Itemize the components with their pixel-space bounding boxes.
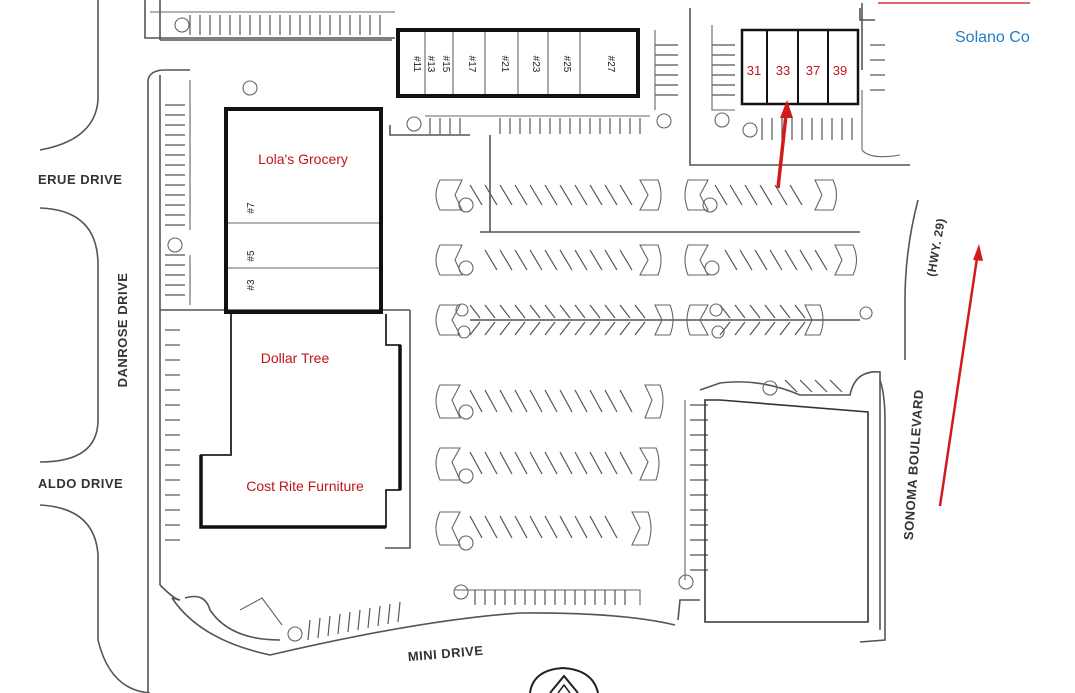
north-arrow-icon [529,666,599,693]
street-label-highway: (HWY. 29) [924,217,948,278]
unit-label: #25 [561,56,572,73]
store-name-cost-rite-furniture: Cost Rite Furniture [246,478,364,494]
street-label-danrose-drive: DANROSE DRIVE [115,273,130,388]
street-outlines [39,0,1030,693]
top-building-units: #11 #13 #15 #17 #21 #23 #25 #27 [411,56,616,73]
suite-label: 37 [806,63,820,78]
direction-arrowhead [973,244,983,261]
street-label-sonoma-boulevard: SONOMA BOULEVARD [901,389,926,541]
unit-label: #23 [530,56,541,73]
unit-label: #11 [411,56,422,72]
buildings [199,28,869,623]
store-labels: Lola's Grocery Dollar Tree Cost Rite Fur… [246,151,364,494]
store-name-dollar-tree: Dollar Tree [261,350,330,366]
county-label: Solano Co [955,29,1030,46]
red-arrows [776,100,983,507]
unit-label: #5 [246,250,257,262]
street-label-mini-drive: MINI DRIVE [407,643,484,665]
site-perimeter [159,0,910,630]
suites-building [740,28,860,106]
suite-label: 39 [833,63,847,78]
unit-label: #21 [499,56,510,73]
suite-label: 31 [747,63,761,78]
left-building-units: #7 #5 #3 [246,202,257,291]
unit-label: #15 [440,56,451,73]
street-label-aldo-drive: ALDO DRIVE [38,476,123,491]
lower-stalls [239,400,708,642]
direction-arrow [938,257,979,507]
top-row-stalls [150,11,395,35]
stalls-below-top-building [406,25,901,158]
suite-pointer-arrowhead [780,100,793,118]
angled-parking-aisles [435,179,873,551]
unit-label: #3 [246,279,257,291]
top-building [396,28,640,98]
suite-label: 33 [776,63,790,78]
lolas-grocery-building [224,107,383,314]
store-name-lolas-grocery: Lola's Grocery [258,151,348,167]
unit-label: #27 [605,56,616,73]
unit-label: #13 [425,56,436,73]
unit-label: #17 [466,56,477,73]
street-label-erue-drive: ERUE DRIVE [38,172,122,187]
street-labels: ERUE DRIVE ALDO DRIVE DANROSE DRIVE MINI… [38,172,948,664]
left-column-stalls [165,80,258,541]
highlighted-suites: 31 33 37 39 [747,63,847,78]
unit-label: #7 [246,202,257,214]
suite-pointer-arrow [776,114,788,189]
